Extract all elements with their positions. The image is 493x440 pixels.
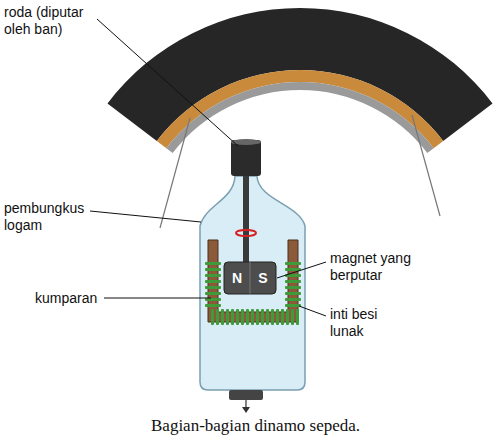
coil-winding [205, 304, 221, 307]
coil-winding [271, 309, 274, 325]
pole-label: N [226, 270, 248, 287]
coil-winding [251, 309, 254, 325]
leader-line [97, 19, 238, 146]
coil-winding [211, 309, 214, 325]
figure-caption: Bagian-bagian dinamo sepeda. [151, 416, 360, 436]
coil-winding [285, 292, 301, 295]
coil-winding [221, 309, 224, 325]
coil-winding [286, 309, 289, 325]
spoke [160, 118, 190, 228]
coil-winding [256, 309, 259, 325]
part-label: kumparan [35, 290, 97, 307]
bearing-ring [236, 230, 256, 236]
coil-winding [266, 309, 269, 325]
coil-winding [285, 298, 301, 301]
magnet-divider [250, 262, 251, 294]
leader-line [299, 306, 326, 316]
leader-line [90, 211, 201, 222]
coil-winding [231, 309, 234, 325]
coil-winding [205, 280, 221, 283]
coil-winding [205, 286, 221, 289]
leader-line [277, 262, 326, 278]
arrow-head [242, 407, 250, 413]
coil-winding [205, 262, 221, 265]
coil-winding [241, 309, 244, 325]
coil-winding [285, 280, 301, 283]
coil-winding [285, 286, 301, 289]
coil-winding [281, 309, 284, 325]
pole-label: S [252, 270, 274, 287]
magnet [224, 262, 276, 294]
metal-housing [200, 176, 305, 390]
coil-winding [216, 309, 219, 325]
leader-line [104, 298, 211, 299]
coil-winding [285, 304, 301, 307]
arrow-line [245, 400, 246, 408]
coil-winding [205, 268, 221, 271]
coil-winding [296, 309, 299, 325]
coil-winding [226, 309, 229, 325]
coil-winding [246, 309, 249, 325]
part-label: roda (diputar oleh ban) [4, 4, 109, 38]
spoke [412, 115, 440, 216]
coil-winding [291, 309, 294, 325]
bottom-cap [229, 390, 263, 400]
shaft [243, 172, 249, 264]
coil-winding [236, 309, 239, 325]
coil-winding [205, 292, 221, 295]
coil-winding [285, 262, 301, 265]
part-label: magnet yang berputar [330, 250, 440, 284]
coil [205, 262, 301, 325]
part-label: inti besi lunak [330, 306, 410, 340]
coil-winding [276, 309, 279, 325]
rim-band [157, 70, 443, 148]
part-label: pembungkus logam [4, 200, 99, 234]
coil-winding [261, 309, 264, 325]
roller [231, 140, 261, 176]
coil-winding [205, 274, 221, 277]
